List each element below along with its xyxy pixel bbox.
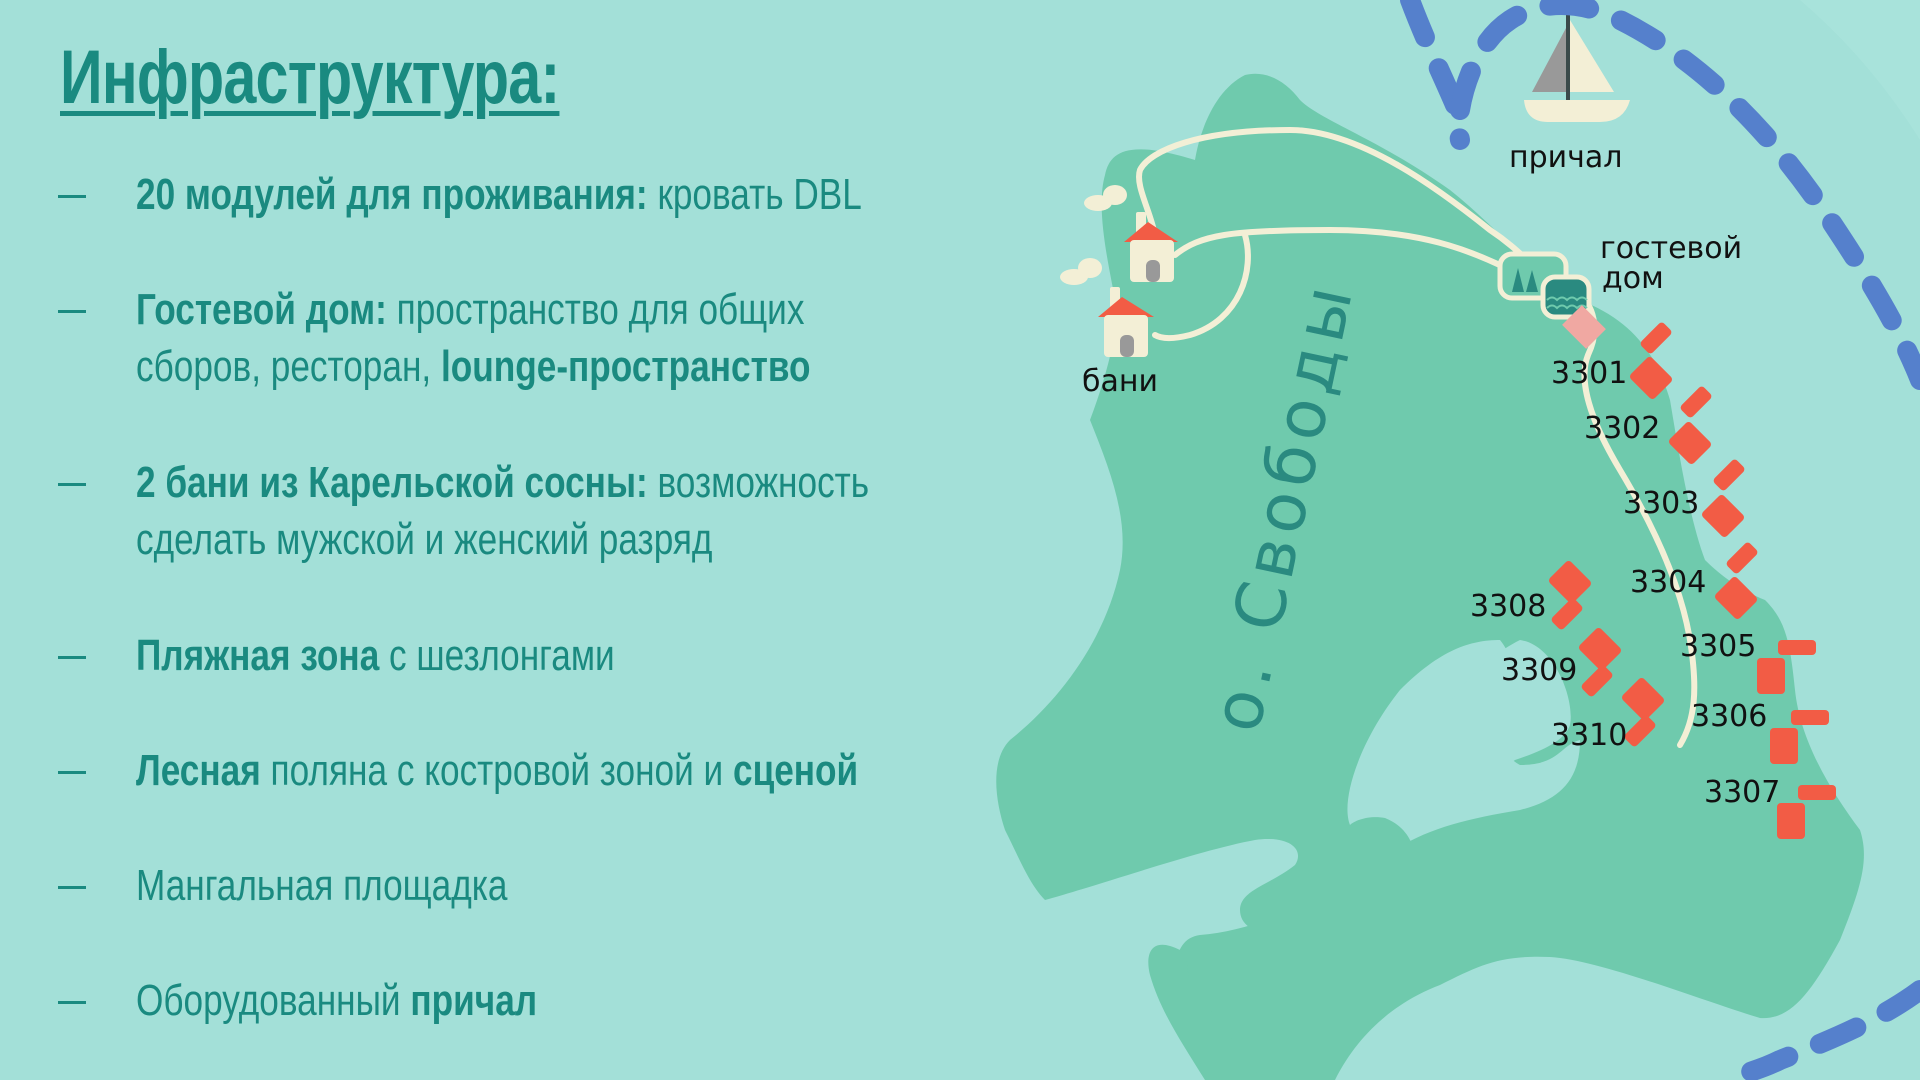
module-3309-label: 3309: [1501, 653, 1577, 688]
dash-bullet: [58, 483, 86, 486]
item-text: Мангальная площадка: [136, 861, 508, 910]
lake-icon: [1540, 274, 1592, 320]
dash-bullet: [58, 310, 86, 313]
island-shape: [996, 73, 1864, 1080]
dash-bullet: [58, 195, 86, 198]
trail-north: [1136, 126, 1543, 273]
item-bold: причал: [410, 976, 538, 1025]
item-text: пространство для общих: [386, 285, 805, 334]
baths-label: бани: [1082, 364, 1158, 399]
guest-house-label-2: дом: [1602, 261, 1664, 296]
pier-label: причал: [1509, 140, 1622, 175]
trail-baths: [1152, 232, 1251, 341]
page-title: Инфраструктура:: [60, 35, 560, 120]
module-icons: [1549, 322, 1836, 839]
item-bold: 20 модулей для проживания:: [136, 170, 648, 219]
item-text: Оборудованный: [136, 976, 411, 1025]
item-bold: Лесная: [136, 746, 261, 795]
module-3304-label: 3304: [1630, 565, 1706, 600]
module-3310-label: 3310: [1551, 718, 1627, 753]
item-bold: Гостевой дом:: [136, 285, 387, 334]
item-bold: lounge-пространство: [440, 342, 811, 391]
module-3308-label: 3308: [1470, 589, 1546, 624]
dash-bullet: [58, 1001, 86, 1004]
infrastructure-list: 20 модулей для проживания: кровать DBL Г…: [58, 170, 870, 1025]
module-3301-label: 3301: [1551, 356, 1627, 391]
item-text: сборов, ресторан,: [136, 342, 441, 391]
sailboat-icon: [1524, 14, 1630, 122]
bathhouse-icon: [1060, 258, 1154, 357]
module-3303-label: 3303: [1623, 486, 1699, 521]
item-bold: Пляжная зона: [136, 631, 380, 680]
item-bold: 2 бани из Карельской сосны:: [136, 458, 648, 507]
item-text: с шезлонгами: [379, 631, 615, 680]
dash-bullet: [58, 656, 86, 659]
beach-area: [1562, 305, 1606, 349]
module-3307-label: 3307: [1704, 775, 1780, 810]
guest-house-label-1: гостевой: [1600, 231, 1742, 266]
bathhouse-icon: [1084, 185, 1178, 282]
item-text: кровать DBL: [647, 170, 862, 219]
module-3302-label: 3302: [1584, 411, 1660, 446]
trail-modules: [1572, 287, 1698, 748]
item-text: сделать мужской и женский разряд: [136, 515, 713, 564]
item-text: поляна с костровой зоной и: [260, 746, 733, 795]
module-3305-label: 3305: [1680, 629, 1756, 664]
item-bold: сценой: [732, 746, 859, 795]
module-3306-label: 3306: [1691, 699, 1767, 734]
item-text: возможность: [647, 458, 870, 507]
dash-bullet: [58, 771, 86, 774]
boat-route: [1400, 0, 1920, 1080]
dash-bullet: [58, 886, 86, 889]
trail-middle: [1172, 226, 1513, 273]
